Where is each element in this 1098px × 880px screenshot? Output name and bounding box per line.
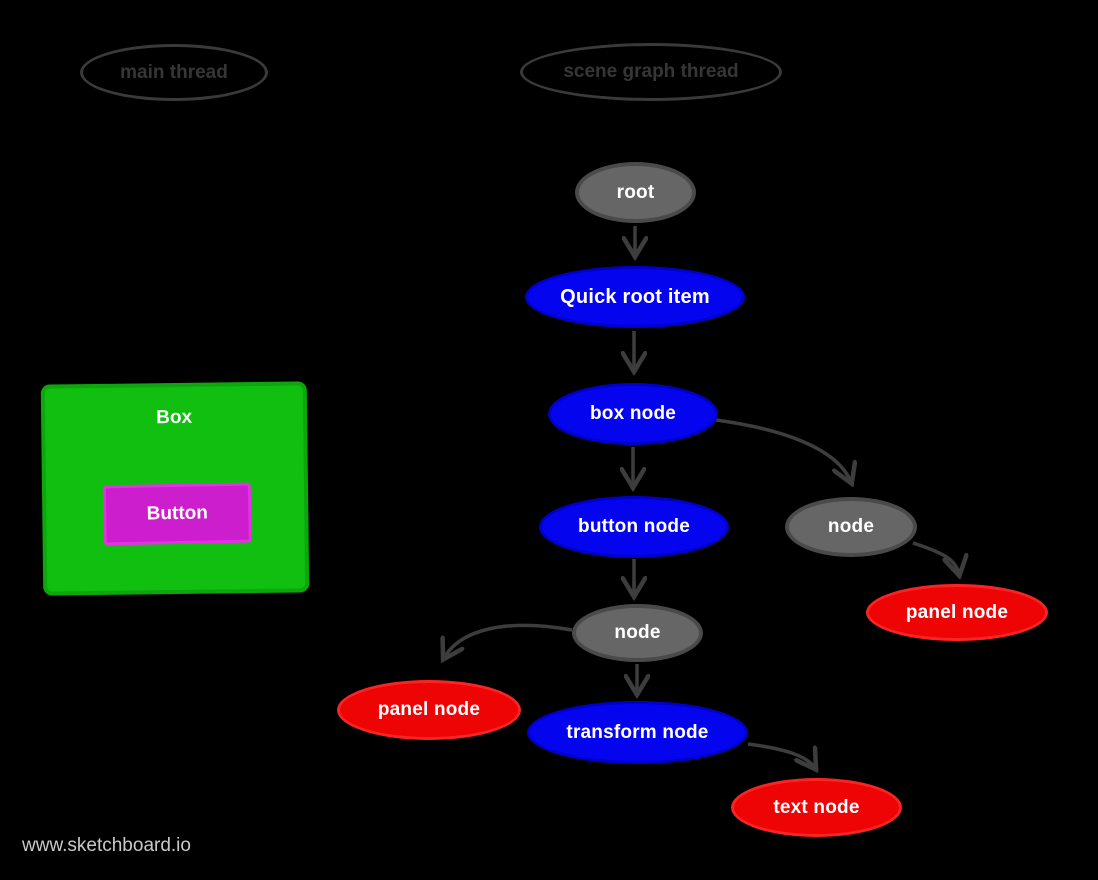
box-shape[interactable]: Box Button: [40, 381, 310, 596]
node-right[interactable]: node: [785, 497, 917, 557]
node-button-node[interactable]: button node: [539, 496, 729, 558]
node-panel-node-right[interactable]: panel node: [866, 584, 1048, 641]
edge-noderight-panelright: [912, 541, 959, 574]
box-label: Box: [156, 406, 193, 429]
sketchboard-watermark: www.sketchboard.io: [22, 835, 191, 856]
edge-transform-textnode: [747, 742, 815, 768]
node-center[interactable]: node: [572, 604, 703, 662]
button-shape[interactable]: Button: [102, 482, 252, 546]
edge-node-panelleft: [444, 623, 573, 658]
node-box-node-label: box node: [589, 403, 677, 424]
node-panel-node-left[interactable]: panel node: [337, 680, 521, 740]
node-root-label: root: [616, 181, 655, 203]
node-panel-node-left-label: panel node: [377, 699, 481, 720]
node-transform-node-label: transform node: [566, 721, 709, 743]
lane-main-thread-label: main thread: [120, 61, 228, 83]
button-label: Button: [146, 502, 209, 525]
node-center-label: node: [614, 622, 661, 643]
lane-main-thread[interactable]: main thread: [80, 44, 268, 101]
node-quick-root-item-label: Quick root item: [560, 285, 710, 308]
node-panel-node-right-label: panel node: [905, 601, 1009, 623]
node-box-node[interactable]: box node: [548, 383, 718, 445]
node-text-node-label: text node: [773, 796, 860, 818]
node-text-node[interactable]: text node: [731, 778, 902, 837]
edge-box-noderight: [715, 418, 851, 482]
node-right-label: node: [827, 516, 875, 537]
node-root[interactable]: root: [575, 162, 696, 223]
lane-scene-graph-thread-label: scene graph thread: [563, 61, 739, 82]
node-button-node-label: button node: [578, 516, 690, 537]
lane-scene-graph-thread[interactable]: scene graph thread: [520, 43, 782, 101]
node-transform-node[interactable]: transform node: [527, 701, 748, 764]
node-quick-root-item[interactable]: Quick root item: [525, 266, 745, 328]
